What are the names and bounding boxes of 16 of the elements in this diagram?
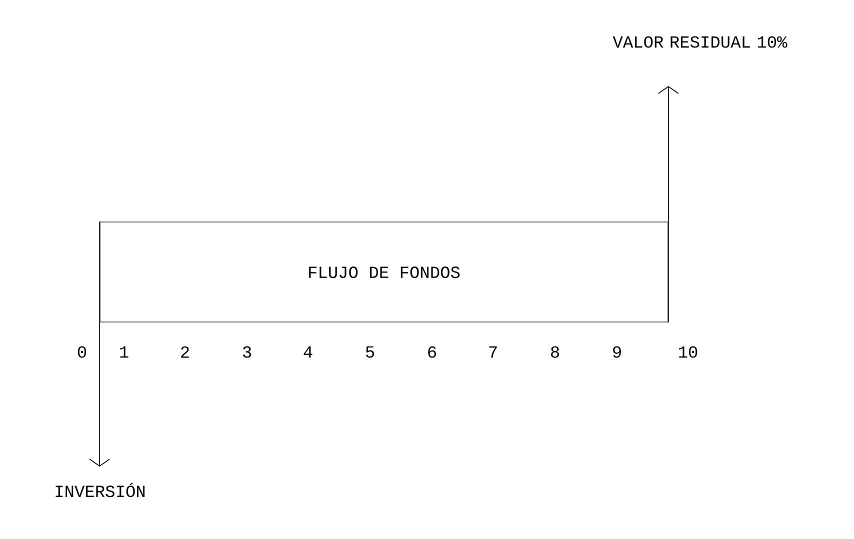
flow-box: FLUJO DE FONDOS xyxy=(100,222,668,322)
period-number: 4 xyxy=(304,346,312,358)
period-number: 5 xyxy=(366,346,374,358)
period-number: 8 xyxy=(551,346,559,358)
period-number: 7 xyxy=(489,346,497,358)
period-number: 1 xyxy=(120,346,128,358)
value-label: VALOR RESIDUAL 10% xyxy=(612,36,788,48)
arrow xyxy=(89,221,110,467)
period-number: 10 xyxy=(679,346,698,358)
period-number: 3 xyxy=(242,346,252,358)
arrow xyxy=(658,86,679,323)
period-number: 0 xyxy=(78,346,86,358)
period-number: 2 xyxy=(181,346,189,358)
value-label: INVERSIÓN xyxy=(56,482,145,498)
period-number: 6 xyxy=(428,346,436,358)
period-number: 9 xyxy=(613,346,621,358)
